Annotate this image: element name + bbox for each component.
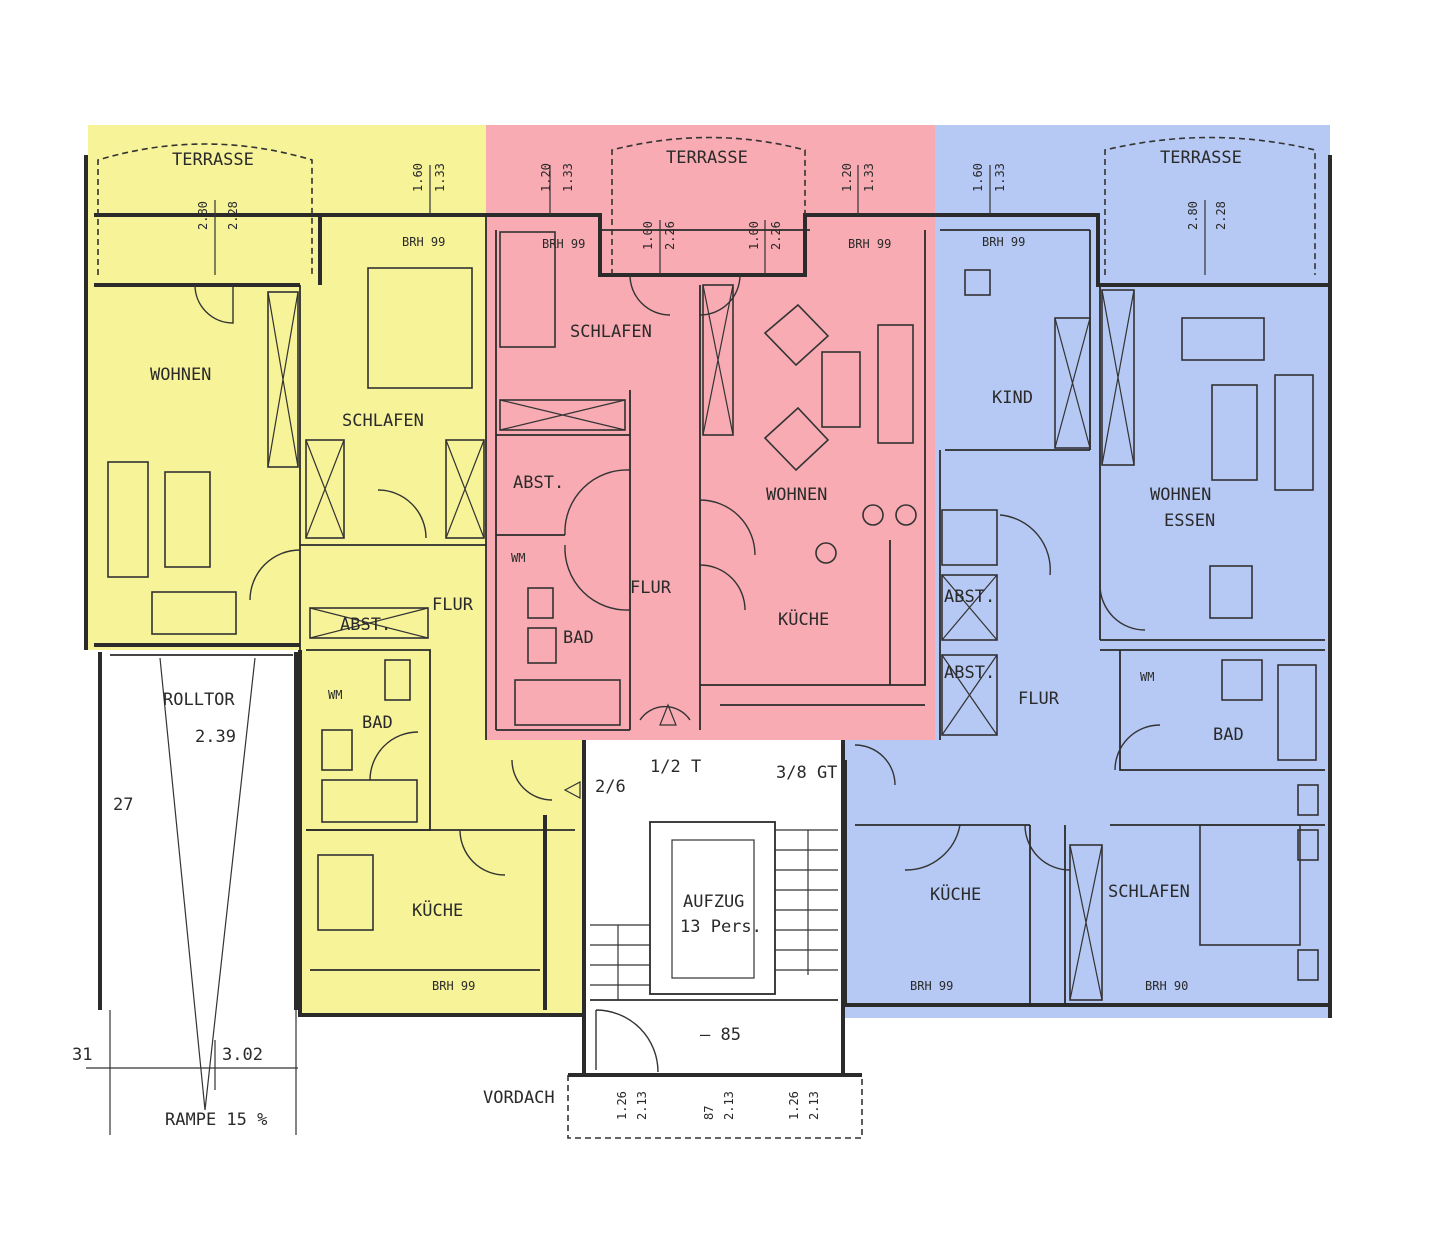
mid-brh-left: BRH 99 xyxy=(542,237,585,251)
mid-flur-label: FLUR xyxy=(630,578,672,598)
right-dim-window-a: 1.60 xyxy=(971,163,985,192)
left-brh-top: BRH 99 xyxy=(402,235,445,249)
elevator-label-2: 13 Pers. xyxy=(680,917,762,937)
stair-level-label: – 85 xyxy=(700,1025,741,1045)
right-brh-schlafen: BRH 90 xyxy=(1145,979,1188,993)
mid-dim-door-right-a: 1.00 xyxy=(747,221,761,250)
right-essen-label: ESSEN xyxy=(1164,511,1215,531)
right-abst-1-label: ABST. xyxy=(944,587,995,607)
vordach-label: VORDACH xyxy=(483,1088,555,1108)
right-dim-window-b: 1.33 xyxy=(993,163,1007,192)
mid-dim-win-right-b: 1.33 xyxy=(862,163,876,192)
left-flur-label: FLUR xyxy=(432,595,474,615)
vordach-dim-2b: 2.13 xyxy=(722,1091,736,1120)
right-brh-kueche: BRH 99 xyxy=(910,979,953,993)
mid-dim-win-left-b: 1.33 xyxy=(561,163,575,192)
garage-bottom-left-dim: 31 xyxy=(72,1045,92,1065)
stair-door-right-label: 3/8 GT xyxy=(776,763,837,783)
left-brh-bottom: BRH 99 xyxy=(432,979,475,993)
left-dim-window-b: 1.33 xyxy=(433,163,447,192)
mid-abst-label: ABST. xyxy=(513,473,564,493)
mid-brh-right: BRH 99 xyxy=(848,237,891,251)
garage-side-dim: 27 xyxy=(113,795,133,815)
unit-left-highlight xyxy=(88,125,584,1015)
building-walls xyxy=(84,155,1332,1139)
right-schlafen-label: SCHLAFEN xyxy=(1108,882,1190,902)
left-kueche-label: KÜCHE xyxy=(412,899,463,921)
unit-highlights xyxy=(88,125,1330,1018)
garage-bottom-width-dim: 3.02 xyxy=(222,1045,263,1065)
unit-middle-highlight xyxy=(486,125,935,740)
mid-kueche-label: KÜCHE xyxy=(778,608,829,630)
mid-dim-door-right-b: 2.26 xyxy=(769,221,783,250)
vordach-dim-1a: 1.26 xyxy=(615,1091,629,1120)
stair-side-label: 2/6 xyxy=(595,777,626,797)
mid-terrasse-label: TERRASSE xyxy=(666,148,748,168)
mid-bad-label: BAD xyxy=(563,628,594,648)
elevator-label-1: AUFZUG xyxy=(683,892,744,912)
vordach-dim-2a: 87 xyxy=(702,1106,716,1120)
door-swings xyxy=(194,274,1161,876)
right-abst-2-label: ABST. xyxy=(944,663,995,683)
right-kind-label: KIND xyxy=(992,388,1033,408)
left-dim-terrace-b: 2.28 xyxy=(226,201,240,230)
right-terrasse-label: TERRASSE xyxy=(1160,148,1242,168)
mid-dim-win-left-a: 1.20 xyxy=(539,163,553,192)
right-wm-label: WM xyxy=(1140,670,1154,684)
right-flur-label: FLUR xyxy=(1018,689,1060,709)
unit-right-highlight xyxy=(843,125,1330,1018)
right-dim-terrace-b: 2.28 xyxy=(1214,201,1228,230)
mid-schlafen-label: SCHLAFEN xyxy=(570,322,652,342)
left-dim-window-a: 1.60 xyxy=(411,163,425,192)
right-bad-label: BAD xyxy=(1213,725,1244,745)
garage-width-label: 2.39 xyxy=(195,727,236,747)
mid-dim-door-left-b: 2.26 xyxy=(663,221,677,250)
stair-core xyxy=(563,703,838,1073)
terraces xyxy=(97,136,1316,275)
stair-door-left-label: 1/2 T xyxy=(650,757,701,777)
left-abst-label: ABST. xyxy=(340,615,391,635)
garage-ramp-label: RAMPE 15 % xyxy=(165,1110,267,1130)
left-wm-label: WM xyxy=(328,688,342,702)
mid-dim-door-left-a: 1.00 xyxy=(641,221,655,250)
right-wohnen-label: WOHNEN xyxy=(1150,485,1211,505)
mid-wohnen-label: WOHNEN xyxy=(766,485,827,505)
right-brh-top: BRH 99 xyxy=(982,235,1025,249)
garage-rolltor-label: ROLLTOR xyxy=(163,690,235,710)
vordach-dim-1b: 2.13 xyxy=(635,1091,649,1120)
right-dim-terrace-a: 2.80 xyxy=(1186,201,1200,230)
room-labels: TERRASSE WOHNEN SCHLAFEN FLUR ABST. WM B… xyxy=(72,148,1244,1130)
dimension-lines xyxy=(214,165,1206,275)
furniture xyxy=(107,231,1319,1001)
vordach-dim-3a: 1.26 xyxy=(787,1091,801,1120)
left-terrasse-label: TERRASSE xyxy=(172,150,254,170)
left-wohnen-label: WOHNEN xyxy=(150,365,211,385)
left-dim-terrace-a: 2.80 xyxy=(196,201,210,230)
mid-wm-label: WM xyxy=(511,551,525,565)
mid-dim-win-right-a: 1.20 xyxy=(840,163,854,192)
vordach-dim-3b: 2.13 xyxy=(807,1091,821,1120)
garage xyxy=(86,652,298,1135)
left-schlafen-label: SCHLAFEN xyxy=(342,411,424,431)
left-bad-label: BAD xyxy=(362,713,393,733)
right-kueche-label: KÜCHE xyxy=(930,883,981,905)
